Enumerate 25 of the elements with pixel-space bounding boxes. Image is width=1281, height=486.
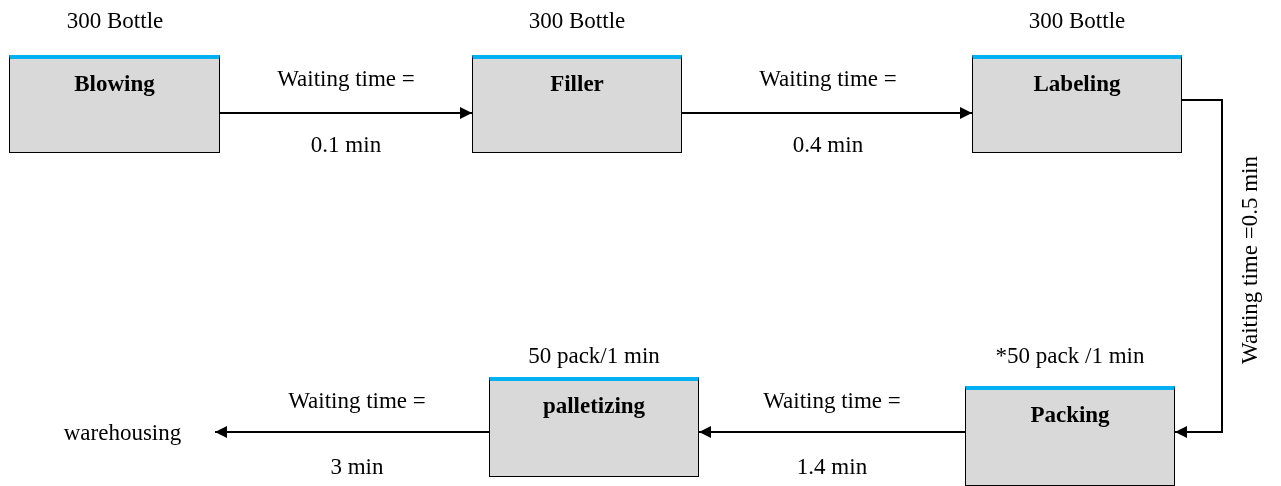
arrow — [698, 426, 966, 438]
node-caption: 50 pack/1 min — [528, 342, 660, 370]
arrow — [681, 107, 973, 119]
node-caption: 300 Bottle — [1028, 7, 1126, 35]
duration-text: 3 min — [330, 453, 384, 481]
node-text: warehousing — [30, 418, 215, 448]
node-caption: 300 Bottle — [528, 7, 626, 35]
duration-text: 0.4 min — [792, 131, 864, 159]
edge-label: Waiting time =0.5 min — [1235, 156, 1263, 364]
duration-text: 0.1 min — [310, 131, 382, 159]
duration-text: 1.4 min — [796, 453, 868, 481]
arrow — [219, 107, 473, 119]
edge-label: Waiting time = — [277, 65, 415, 93]
process-box: Filler — [472, 55, 682, 153]
edge-label: Waiting time = — [759, 65, 897, 93]
arrow — [214, 426, 490, 438]
process-box: palletizing — [489, 377, 699, 477]
node-caption: 300 Bottle — [66, 7, 164, 35]
edge-label: Waiting time = — [763, 387, 901, 415]
edge-label: Waiting time = — [288, 387, 426, 415]
node-caption: *50 pack /1 min — [995, 342, 1145, 370]
arrow — [1174, 99, 1223, 438]
process-box: Blowing — [9, 55, 220, 153]
process-box: Packing — [965, 386, 1175, 486]
process-box: Labeling — [972, 55, 1182, 153]
